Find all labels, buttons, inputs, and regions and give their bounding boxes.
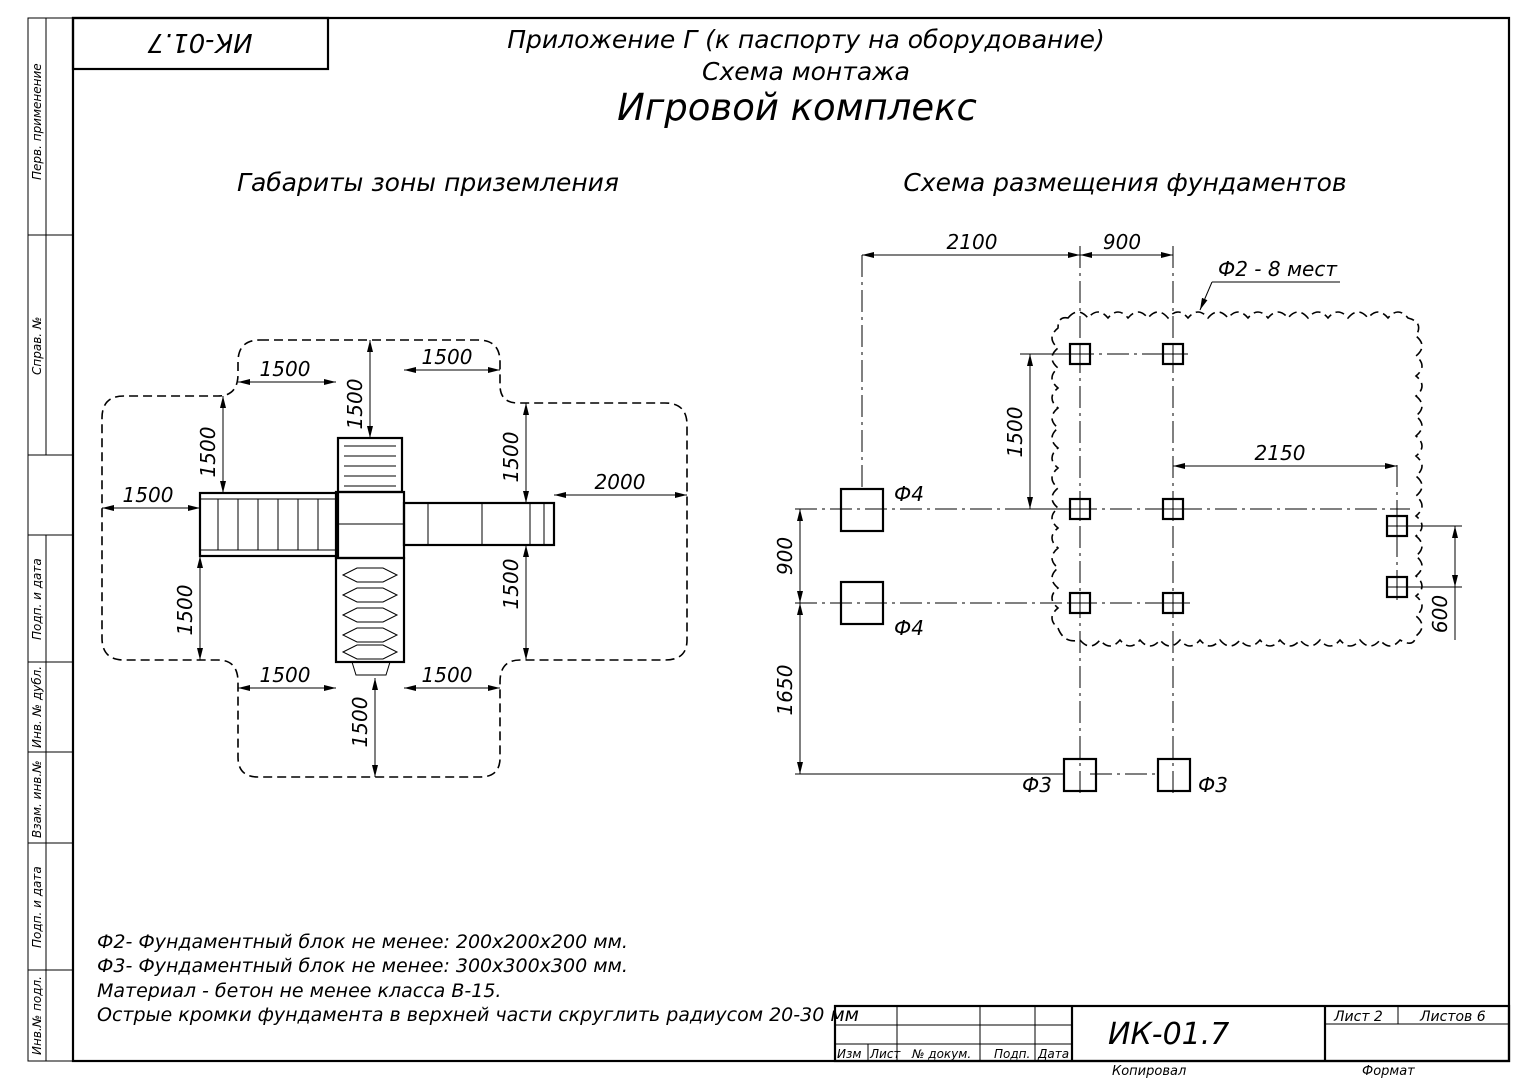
side-label-vzam-inv: Взам. инв.№ [30, 760, 44, 838]
foundation-zone-outline [1051, 311, 1423, 647]
side-label-podp-data-2: Подп. и дата [30, 866, 44, 948]
dim-left-bottom-v: 1500 [348, 697, 372, 748]
dim-right-upper-v: 1500 [499, 432, 523, 483]
left-dimensions: 1500 1500 1500 1500 1500 1500 2000 1500 … [102, 340, 687, 777]
right-dimensions: 2100 900 Ф2 - 8 мест 1500 2150 900 1650 … [773, 230, 1462, 775]
dim-left-top-h2: 1500 [422, 345, 473, 369]
axis-lines [795, 246, 1410, 795]
side-label-podp-data-1: Подп. и дата [30, 558, 44, 640]
dim-left-lower-v: 1500 [173, 585, 197, 636]
landing-zone-outline [101, 339, 688, 778]
dim-left-top-v: 1500 [343, 379, 367, 430]
title-group: Приложение Г (к паспорту на оборудование… [507, 25, 1105, 129]
title-block-sheet: Лист 2 [1333, 1009, 1383, 1025]
right-view-heading: Схема размещения фундаментов [903, 168, 1346, 197]
foundation-f2 [1161, 497, 1185, 521]
dim-left-top-h1: 1500 [260, 357, 311, 381]
foundations-f4: Ф4 Ф4 [839, 482, 924, 640]
dim-2150: 2150 [1255, 441, 1306, 465]
play-complex-plan [198, 436, 556, 676]
col-podp: Подп. [994, 1047, 1030, 1061]
foundation-f2 [1161, 591, 1185, 615]
dim-left-bottom-h2: 1500 [422, 663, 473, 687]
code-box: ИК-01.7 [71, 16, 330, 71]
foundations-f2 [1068, 342, 1409, 615]
dim-right-lower-v: 1500 [499, 559, 523, 610]
dim-1500: 1500 [1003, 407, 1027, 458]
dim-left-upper-v: 1500 [196, 427, 220, 478]
side-stamp: Перв. применение Справ. № Подп. и дата И… [30, 63, 44, 1055]
dim-1650: 1650 [773, 665, 797, 716]
code-box-text: ИК-01.7 [147, 27, 253, 57]
col-izm: Изм [837, 1047, 861, 1061]
foundation-f2 [1068, 591, 1092, 615]
foundation-f2 [1385, 514, 1409, 538]
note-line: Острые кромки фундамента в верхней части… [97, 1004, 859, 1026]
foundation-f2 [1068, 497, 1092, 521]
left-view-heading: Габариты зоны приземления [237, 168, 619, 197]
title-block-code: ИК-01.7 [1108, 1017, 1229, 1052]
sheet-frame [27, 16, 1511, 1063]
side-label-inv-dubl: Инв. № дубл. [30, 666, 44, 748]
dim-right-h: 2000 [595, 470, 646, 494]
leader-f2: Ф2 - 8 мест [1218, 257, 1338, 281]
dim-left-bottom-h1: 1500 [260, 663, 311, 687]
note-line: Ф3- Фундаментный блок не менее: 300х300х… [97, 955, 628, 977]
foundation-f2 [1068, 342, 1092, 366]
dim-left-h: 1500 [123, 483, 174, 507]
col-data: Дата [1037, 1047, 1069, 1061]
dim-600: 600 [1428, 595, 1452, 633]
title-block-sheets: Листов 6 [1419, 1009, 1486, 1025]
label-f4-upper: Ф4 [894, 482, 924, 506]
title-product: Игровой комплекс [617, 86, 977, 129]
side-label-perv: Перв. применение [30, 63, 44, 180]
label-f3-right: Ф3 [1198, 773, 1228, 797]
col-doc: № докум. [911, 1047, 971, 1061]
foundation-f2 [1385, 575, 1409, 599]
title-block: ИК-01.7 Лист 2 Листов 6 Изм Лист № докум… [833, 1004, 1511, 1079]
foundations-f3: Ф3 Ф3 [1022, 757, 1228, 797]
kopiroval-label: Копировал [1112, 1064, 1186, 1079]
note-line: Ф2- Фундаментный блок не менее: 200х200х… [97, 931, 628, 953]
side-label-sprav: Справ. № [30, 317, 44, 375]
format-label: Формат [1362, 1064, 1415, 1079]
foundation-f2 [1161, 342, 1185, 366]
dim-900-left: 900 [773, 537, 797, 575]
title-appendix: Приложение Г (к паспорту на оборудование… [507, 25, 1105, 54]
label-f3-left: Ф3 [1022, 773, 1052, 797]
dim-900-top: 900 [1103, 230, 1141, 254]
side-label-inv-podl: Инв.№ подл. [30, 976, 44, 1055]
label-f4-lower: Ф4 [894, 616, 924, 640]
note-line: Материал - бетон не менее класса В-15. [97, 980, 501, 1002]
dim-2100: 2100 [947, 230, 998, 254]
notes: Ф2- Фундаментный блок не менее: 200х200х… [97, 931, 859, 1026]
title-scheme: Схема монтажа [702, 57, 910, 86]
col-list: Лист [869, 1047, 901, 1061]
